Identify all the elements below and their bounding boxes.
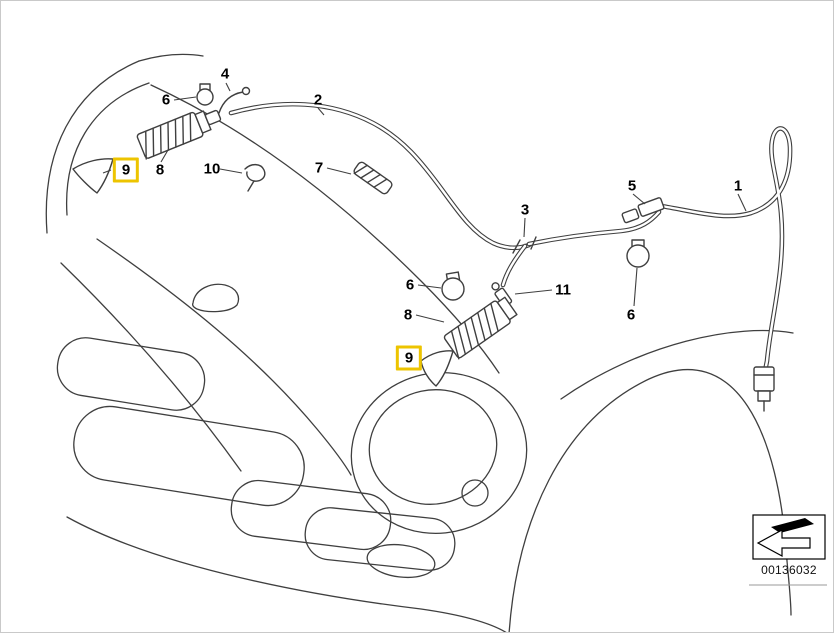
callout-4[interactable]: 4	[220, 65, 230, 83]
hose-1-inner	[659, 127, 792, 373]
nozzle-cover-left	[72, 158, 114, 194]
callout-11[interactable]: 11	[555, 281, 571, 299]
callout-6-left[interactable]: 6	[161, 91, 171, 109]
hose-sleeve	[353, 161, 393, 195]
direction-arrow-icon	[756, 518, 814, 558]
washer-pump-left	[136, 109, 222, 160]
callout-10[interactable]: 10	[203, 160, 221, 178]
callout-7[interactable]: 7	[314, 159, 324, 177]
hose-2-inner	[229, 102, 531, 249]
hose-junction	[512, 236, 537, 254]
callout-8-middle[interactable]: 8	[403, 306, 413, 324]
callout-9-middle-highlighted[interactable]: 9	[395, 345, 423, 371]
car-body-outline	[45, 53, 794, 632]
callout-8-left[interactable]: 8	[155, 161, 165, 179]
legend-box	[752, 514, 826, 560]
diagram-code: 00136032	[761, 563, 817, 577]
washer-hose-lines	[228, 101, 793, 374]
callout-6-right[interactable]: 6	[626, 306, 636, 324]
hose-clamp-right	[626, 239, 650, 268]
washer-components	[72, 83, 775, 412]
callout-3[interactable]: 3	[520, 201, 530, 219]
reservoir-connector	[753, 366, 775, 412]
washer-pump-middle	[443, 296, 518, 360]
callout-9-left-highlighted[interactable]: 9	[112, 157, 140, 183]
callout-2[interactable]: 2	[313, 91, 323, 109]
hose-coupling	[621, 197, 665, 224]
nozzle-cover-middle	[420, 350, 454, 387]
callout-5[interactable]: 5	[627, 177, 637, 195]
legend	[749, 514, 827, 586]
hose-clip	[244, 163, 266, 192]
hose-clamp-middle	[441, 271, 465, 301]
callout-1[interactable]: 1	[733, 177, 743, 195]
hose-clamp-top-left	[196, 83, 214, 106]
elbow-fitting	[218, 86, 251, 114]
callout-6-middle[interactable]: 6	[405, 276, 415, 294]
leader-lines	[102, 82, 747, 323]
